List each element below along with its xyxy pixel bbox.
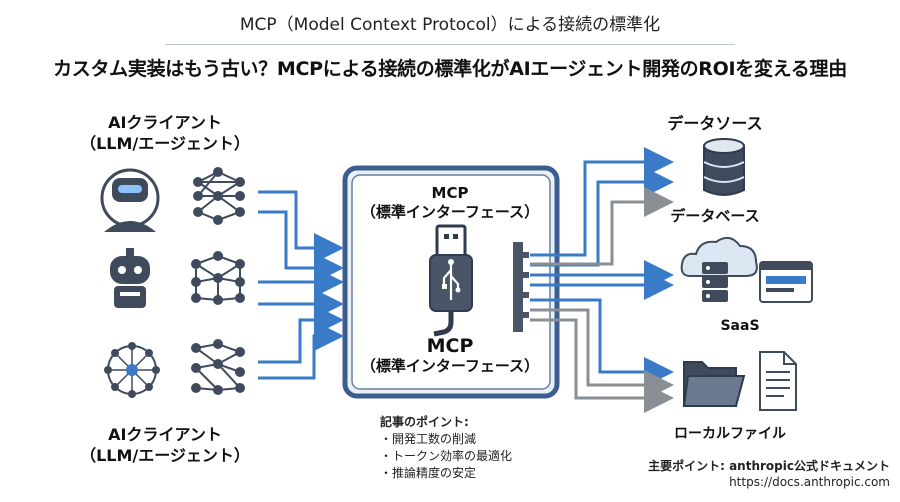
- points-item: ・トークン効率の最適化: [380, 449, 513, 463]
- hub-title-top: MCP （標準インターフェース）: [345, 184, 555, 222]
- hub-output-ports: [513, 242, 529, 332]
- page-title: MCP（Model Context Protocol）による接続の標準化: [239, 15, 661, 35]
- saas-label: SaaS: [720, 318, 760, 334]
- hub-title-top-line2: （標準インターフェース）: [360, 203, 540, 221]
- hub-to-source-arrows: [530, 147, 674, 413]
- database-icon: [703, 138, 745, 196]
- article-points: 記事のポイント: ・開発工数の削減 ・トークン効率の最適化 ・推論精度の安定: [380, 414, 580, 482]
- hub-title-bottom: MCP （標準インターフェース）: [345, 336, 555, 376]
- robot-head-icon: [110, 248, 150, 308]
- points-item: ・開発工数の削減: [380, 432, 477, 446]
- client-label-top-line1: AIクライアント: [108, 113, 222, 132]
- network-hub-icon: [104, 342, 160, 398]
- neural-network-icon: [193, 167, 245, 225]
- robot-avatar-icon: [100, 168, 160, 232]
- client-label-bottom-line2: （LLM/エージェント）: [80, 446, 250, 465]
- client-label-top-line2: （LLM/エージェント）: [80, 134, 250, 153]
- usb-connector-icon: [429, 224, 473, 337]
- local-file-label: ローカルファイル: [674, 426, 786, 442]
- headline: カスタム実装はもう古い？MCPによる接続の標準化がAIエージェント開発のROIを…: [53, 58, 847, 80]
- data-source-title: データソース: [667, 114, 763, 133]
- hub-title-bottom-line1: MCP: [426, 335, 474, 357]
- client-label-top: AIクライアント （LLM/エージェント）: [60, 112, 270, 154]
- browser-window-icon: [759, 261, 813, 303]
- source-url: https://docs.anthropic.com: [729, 475, 890, 489]
- source-note: 主要ポイント: anthropic公式ドキュメント https://docs.a…: [610, 458, 890, 490]
- hub-title-bottom-line2: （標準インターフェース）: [360, 357, 540, 375]
- source-label: 主要ポイント: anthropic公式ドキュメント: [648, 459, 890, 473]
- cloud-saas-icon: [680, 236, 758, 302]
- points-item: ・推論精度の安定: [380, 466, 477, 480]
- database-label: データベース: [670, 207, 760, 225]
- client-label-bottom-line1: AIクライアント: [108, 425, 222, 444]
- folder-icon: [682, 361, 746, 407]
- client-label-bottom: AIクライアント （LLM/エージェント）: [60, 424, 270, 466]
- hub-title-top-line1: MCP: [431, 184, 469, 202]
- neural-network-icon: [191, 251, 245, 305]
- client-to-hub-arrows: [258, 190, 344, 380]
- document-file-icon: [759, 351, 797, 411]
- points-heading: 記事のポイント:: [380, 415, 469, 429]
- title-divider: [165, 44, 735, 45]
- neural-network-icon: [191, 339, 245, 395]
